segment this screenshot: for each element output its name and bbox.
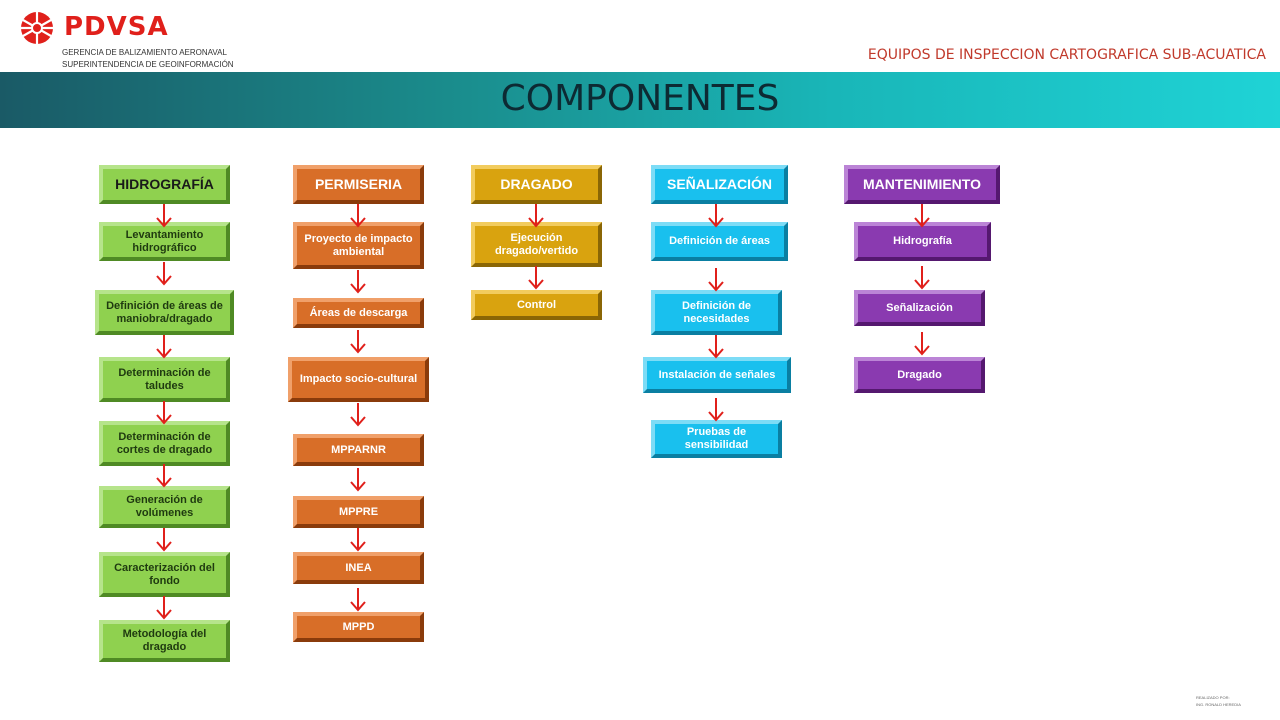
flow-arrow-icon <box>350 588 366 612</box>
pdvsa-sun-logo-icon <box>21 12 53 44</box>
hidrografia-item-4: Determinación de cortes de dragado <box>99 421 230 466</box>
hidrografia-item-5: Generación de volúmenes <box>99 486 230 528</box>
flow-arrow-icon <box>350 403 366 427</box>
brand-name: PDVSA <box>64 12 169 42</box>
mantenimiento-item-1: Hidrografía <box>854 222 991 261</box>
senalizacion-item-1: Definición de áreas <box>651 222 788 261</box>
flow-arrow-icon <box>708 268 724 292</box>
flow-arrow-icon <box>350 528 366 552</box>
permiseria-item-1: Proyecto de impacto ambiental <box>293 222 424 269</box>
flow-arrow-icon <box>350 204 366 228</box>
flow-arrow-icon <box>156 204 172 228</box>
permiseria-item-6: INEA <box>293 552 424 584</box>
flow-arrow-icon <box>156 528 172 552</box>
permiseria-item-4: MPPARNR <box>293 434 424 466</box>
page-subtitle: EQUIPOS DE INSPECCION CARTOGRAFICA SUB-A… <box>867 47 1266 63</box>
header-mantenimiento: MANTENIMIENTO <box>844 165 1000 204</box>
permiseria-item-2: Áreas de descarga <box>293 298 424 328</box>
flow-arrow-icon <box>350 330 366 354</box>
flow-arrow-icon <box>708 335 724 359</box>
flow-arrow-icon <box>156 335 172 359</box>
hidrografia-item-2: Definición de áreas de maniobra/dragado <box>95 290 234 335</box>
permiseria-item-3: Impacto socio-cultural <box>288 357 429 402</box>
flow-arrow-icon <box>156 596 172 620</box>
flow-arrow-icon <box>528 266 544 290</box>
header-senalizacion: SEÑALIZACIÓN <box>651 165 788 204</box>
senalizacion-item-3: Instalación de señales <box>643 357 791 393</box>
footer-credit-line1: REALIZADO POR: <box>1196 695 1230 700</box>
flow-arrow-icon <box>156 262 172 286</box>
flow-arrow-icon <box>156 401 172 425</box>
senalizacion-item-4: Pruebas de sensibilidad <box>651 420 782 458</box>
title-banner <box>0 72 1280 128</box>
page-title: COMPONENTES <box>500 78 780 119</box>
header-dragado: DRAGADO <box>471 165 602 204</box>
org-line-gerencia: GERENCIA DE BALIZAMIENTO AERONAVAL <box>62 48 227 57</box>
flow-arrow-icon <box>156 464 172 488</box>
header-permiseria: PERMISERIA <box>293 165 424 204</box>
flow-arrow-icon <box>914 266 930 290</box>
flow-arrow-icon <box>528 204 544 228</box>
permiseria-item-5: MPPRE <box>293 496 424 528</box>
flow-arrow-icon <box>914 332 930 356</box>
mantenimiento-item-3: Dragado <box>854 357 985 393</box>
senalizacion-item-2: Definición de necesidades <box>651 290 782 335</box>
hidrografia-item-6: Caracterización del fondo <box>99 552 230 597</box>
flow-arrow-icon <box>350 468 366 492</box>
hidrografia-item-3: Determinación de taludes <box>99 357 230 402</box>
permiseria-item-7: MPPD <box>293 612 424 642</box>
flow-arrow-icon <box>708 204 724 228</box>
header-hidrografia: HIDROGRAFÍA <box>99 165 230 204</box>
dragado-item-2: Control <box>471 290 602 320</box>
flow-arrow-icon <box>914 204 930 228</box>
dragado-item-1: Ejecución dragado/vertido <box>471 222 602 267</box>
footer-credit-line2: ING. RONALD HEREDIA <box>1196 702 1241 707</box>
mantenimiento-item-2: Señalización <box>854 290 985 326</box>
flow-arrow-icon <box>708 398 724 422</box>
org-line-superintendencia: SUPERINTENDENCIA DE GEOINFORMACIÓN <box>62 60 234 69</box>
flow-arrow-icon <box>350 270 366 294</box>
hidrografia-item-7: Metodología del dragado <box>99 620 230 662</box>
